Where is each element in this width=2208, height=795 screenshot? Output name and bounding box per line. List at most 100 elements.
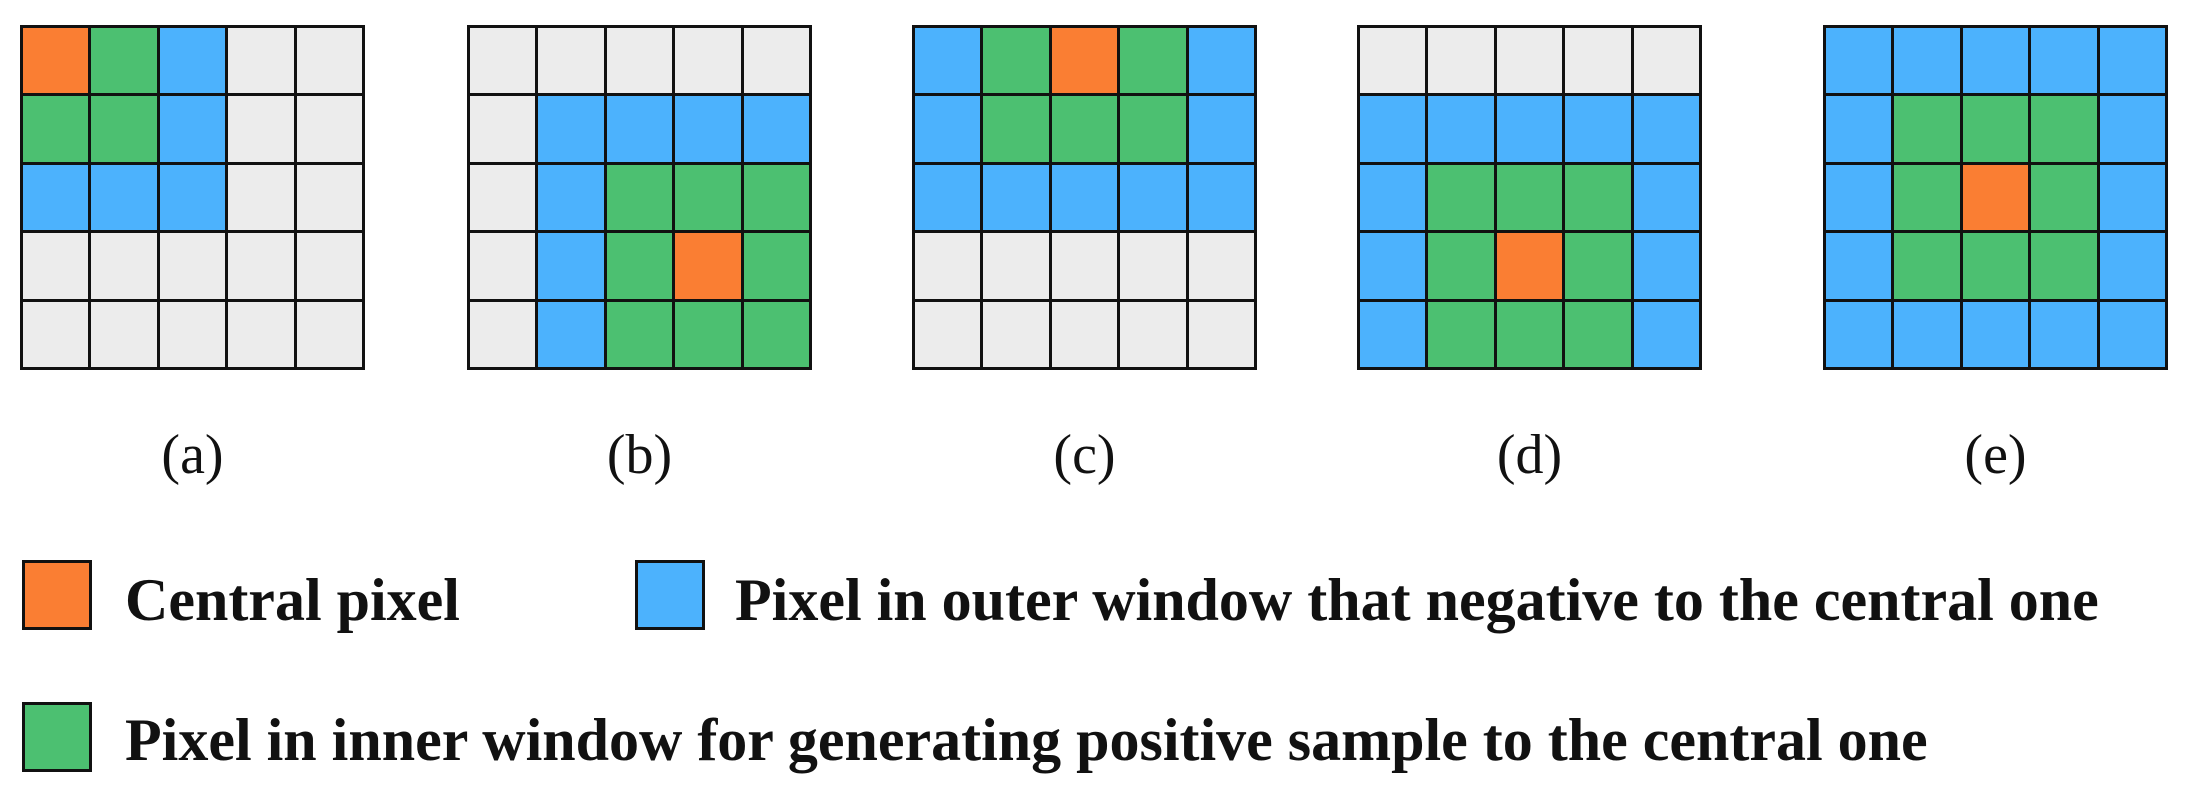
panel-a-background-pixel-cell xyxy=(23,301,89,367)
panel-e-outer-pixel-cell xyxy=(2099,233,2165,299)
legend-outer-swatch xyxy=(635,560,705,630)
panel-e-outer-pixel-cell xyxy=(2099,301,2165,367)
panel-e-outer-pixel-cell xyxy=(1826,96,1892,162)
panel-b-inner-pixel-cell xyxy=(675,301,741,367)
panel-b-outer-pixel-cell xyxy=(538,301,604,367)
panel-e-outer-pixel-cell xyxy=(1894,28,1960,94)
panel-c-background-pixel-cell xyxy=(1051,233,1118,299)
panel-c-inner-pixel-cell xyxy=(1051,96,1118,162)
panel-d-inner-pixel-cell xyxy=(1496,301,1563,367)
panel-d-outer-pixel-cell xyxy=(1633,233,1699,299)
panel-d-outer-pixel-cell xyxy=(1360,233,1426,299)
panel-e-outer-pixel-cell xyxy=(2031,28,2097,94)
panel-d-outer-pixel-cell xyxy=(1360,164,1426,231)
panel-a-background-pixel-cell xyxy=(296,301,362,367)
panel-b-inner-pixel-cell xyxy=(743,233,809,299)
panel-e-outer-pixel-cell xyxy=(2099,164,2165,231)
panel-a-outer-pixel-cell xyxy=(159,96,226,162)
panel-c-central-pixel-cell xyxy=(1051,28,1118,94)
panel-c-caption: (c) xyxy=(1053,424,1116,486)
panel-e-outer-pixel-cell xyxy=(1826,301,1892,367)
panel-c-inner-pixel-cell xyxy=(983,28,1049,94)
panel-a-background-pixel-cell xyxy=(91,233,157,299)
panel-c-background-pixel-cell xyxy=(983,233,1049,299)
panel-e-caption: (e) xyxy=(1964,424,2027,486)
panel-a-background-pixel-cell xyxy=(159,233,226,299)
panel-b-background-pixel-cell xyxy=(470,233,536,299)
panel-d-outer-pixel-cell xyxy=(1633,301,1699,367)
panel-e-outer-pixel-cell xyxy=(1962,301,2029,367)
panel-c-inner-pixel-cell xyxy=(983,96,1049,162)
panel-b-outer-pixel-cell xyxy=(538,164,604,231)
panel-d-central-pixel-cell xyxy=(1496,233,1563,299)
panel-a-background-pixel-cell xyxy=(296,164,362,231)
panel-a-outer-pixel-cell xyxy=(23,164,89,231)
panel-c-outer-pixel-cell xyxy=(915,164,981,231)
panel-a-grid xyxy=(20,25,365,370)
panel-b-outer-pixel-cell xyxy=(743,96,809,162)
panel-b-background-pixel-cell xyxy=(470,301,536,367)
panel-e-central-pixel-cell xyxy=(1962,164,2029,231)
panel-d-outer-pixel-cell xyxy=(1565,96,1631,162)
panel-b-outer-pixel-cell xyxy=(538,233,604,299)
panel-d-outer-pixel-cell xyxy=(1360,96,1426,162)
legend-inner-swatch xyxy=(22,702,92,772)
panel-e-inner-pixel-cell xyxy=(1894,96,1960,162)
panel-a-outer-pixel-cell xyxy=(159,164,226,231)
panel-d-inner-pixel-cell xyxy=(1428,301,1494,367)
panel-c-background-pixel-cell xyxy=(983,301,1049,367)
panel-e-inner-pixel-cell xyxy=(1962,233,2029,299)
panel-c-outer-pixel-cell xyxy=(983,164,1049,231)
panel-b-background-pixel-cell xyxy=(470,28,536,94)
panel-b-inner-pixel-cell xyxy=(675,164,741,231)
panel-c-inner-pixel-cell xyxy=(1120,96,1186,162)
legend-central-label: Central pixel xyxy=(125,567,460,633)
panel-d-outer-pixel-cell xyxy=(1633,96,1699,162)
panel-c-background-pixel-cell xyxy=(1120,301,1186,367)
panel-d-grid xyxy=(1357,25,1702,370)
panel-a-background-pixel-cell xyxy=(228,164,294,231)
panel-b-inner-pixel-cell xyxy=(743,301,809,367)
panel-d-background-pixel-cell xyxy=(1360,28,1426,94)
panel-c-outer-pixel-cell xyxy=(1051,164,1118,231)
panel-d-inner-pixel-cell xyxy=(1496,164,1563,231)
legend-inner-label: Pixel in inner window for generating pos… xyxy=(125,707,1928,773)
panel-a-background-pixel-cell xyxy=(228,233,294,299)
panel-b-background-pixel-cell xyxy=(606,28,673,94)
panel-c-outer-pixel-cell xyxy=(1188,28,1254,94)
panel-b-background-pixel-cell xyxy=(470,164,536,231)
panel-c-grid xyxy=(912,25,1257,370)
panel-a-outer-pixel-cell xyxy=(91,164,157,231)
panel-b-inner-pixel-cell xyxy=(743,164,809,231)
panel-b-grid xyxy=(467,25,812,370)
panel-b-background-pixel-cell xyxy=(743,28,809,94)
panel-e-outer-pixel-cell xyxy=(1962,28,2029,94)
panel-e-inner-pixel-cell xyxy=(1894,233,1960,299)
panel-a-background-pixel-cell xyxy=(91,301,157,367)
panel-c-background-pixel-cell xyxy=(1051,301,1118,367)
panel-d-caption: (d) xyxy=(1496,424,1563,486)
panel-c-background-pixel-cell xyxy=(915,233,981,299)
panel-e-inner-pixel-cell xyxy=(1962,96,2029,162)
panel-e-outer-pixel-cell xyxy=(1894,301,1960,367)
panel-a-background-pixel-cell xyxy=(228,96,294,162)
panel-a-inner-pixel-cell xyxy=(91,96,157,162)
panel-c-background-pixel-cell xyxy=(1120,233,1186,299)
panel-a-background-pixel-cell xyxy=(228,301,294,367)
panel-e-inner-pixel-cell xyxy=(2031,96,2097,162)
panel-b-outer-pixel-cell xyxy=(675,96,741,162)
panel-a-caption: (a) xyxy=(161,424,224,486)
panel-d-background-pixel-cell xyxy=(1428,28,1494,94)
panel-b-central-pixel-cell xyxy=(675,233,741,299)
panel-d-inner-pixel-cell xyxy=(1565,233,1631,299)
legend-central-swatch xyxy=(22,560,92,630)
panel-b-outer-pixel-cell xyxy=(538,96,604,162)
panel-d-outer-pixel-cell xyxy=(1633,164,1699,231)
panel-e-outer-pixel-cell xyxy=(1826,233,1892,299)
panel-a-background-pixel-cell xyxy=(159,301,226,367)
panel-e-outer-pixel-cell xyxy=(2031,301,2097,367)
panel-e-outer-pixel-cell xyxy=(1826,164,1892,231)
panel-e-grid xyxy=(1823,25,2168,370)
panel-a-background-pixel-cell xyxy=(296,28,362,94)
panel-a-background-pixel-cell xyxy=(296,233,362,299)
